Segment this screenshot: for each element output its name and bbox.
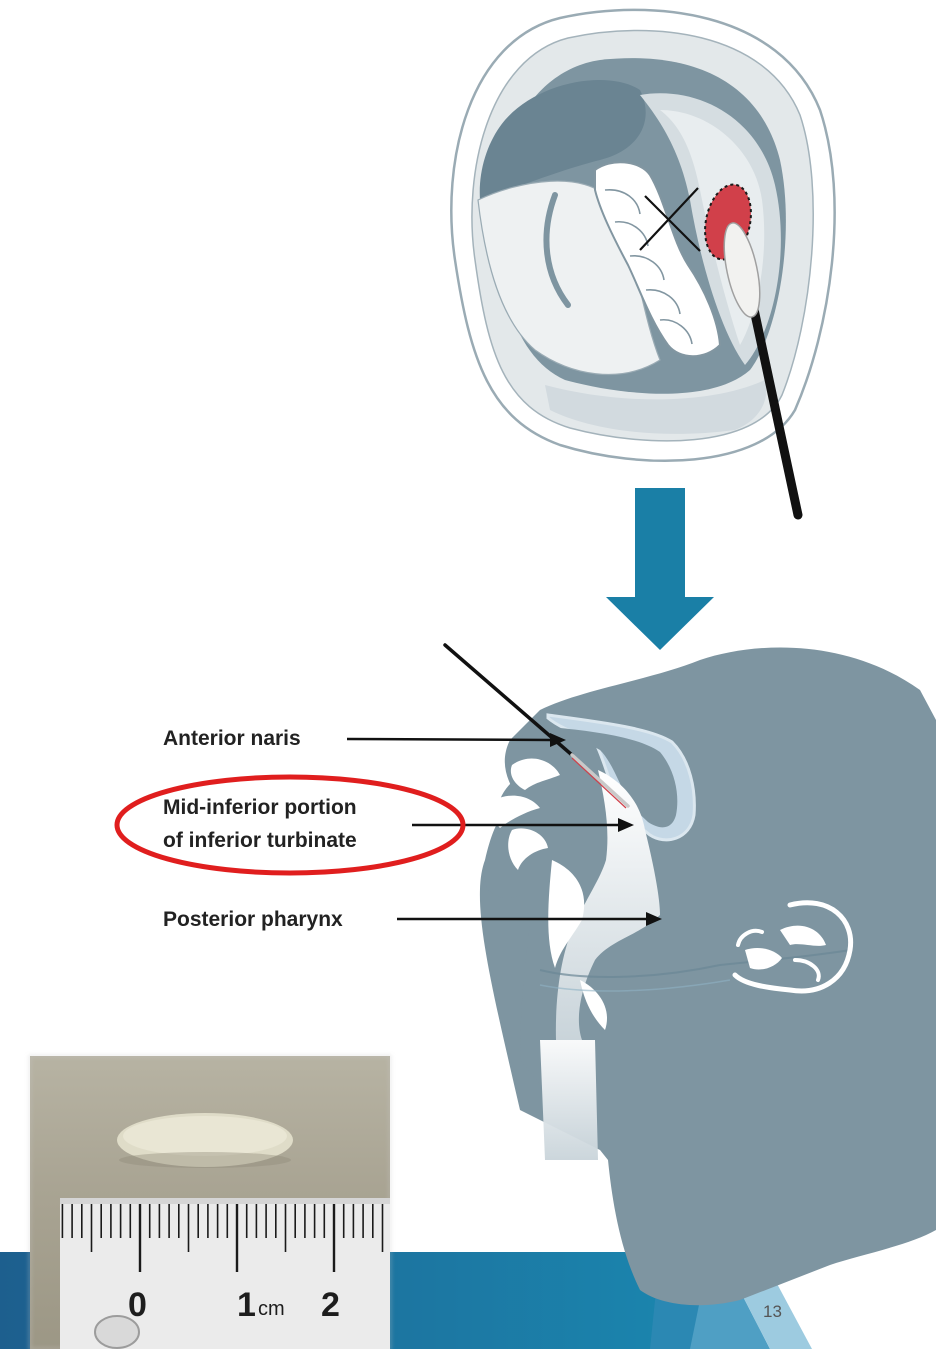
page-number: 13 [763, 1302, 782, 1322]
ruler-label-one: 1 [237, 1286, 256, 1325]
ruler-label-unit: cm [258, 1298, 285, 1321]
ruler-label-zero: 0 [128, 1286, 147, 1325]
ruler-label-two: 2 [321, 1286, 340, 1325]
mouth-swab-illustration [451, 10, 834, 515]
down-arrow-icon [606, 488, 714, 650]
label-turbinate-line2: of inferior turbinate [163, 825, 357, 856]
label-posterior-pharynx: Posterior pharynx [163, 904, 343, 935]
head-sagittal-illustration [445, 645, 936, 1305]
label-anterior-naris: Anterior naris [163, 723, 301, 754]
label-turbinate-line1: Mid-inferior portion [163, 792, 357, 823]
